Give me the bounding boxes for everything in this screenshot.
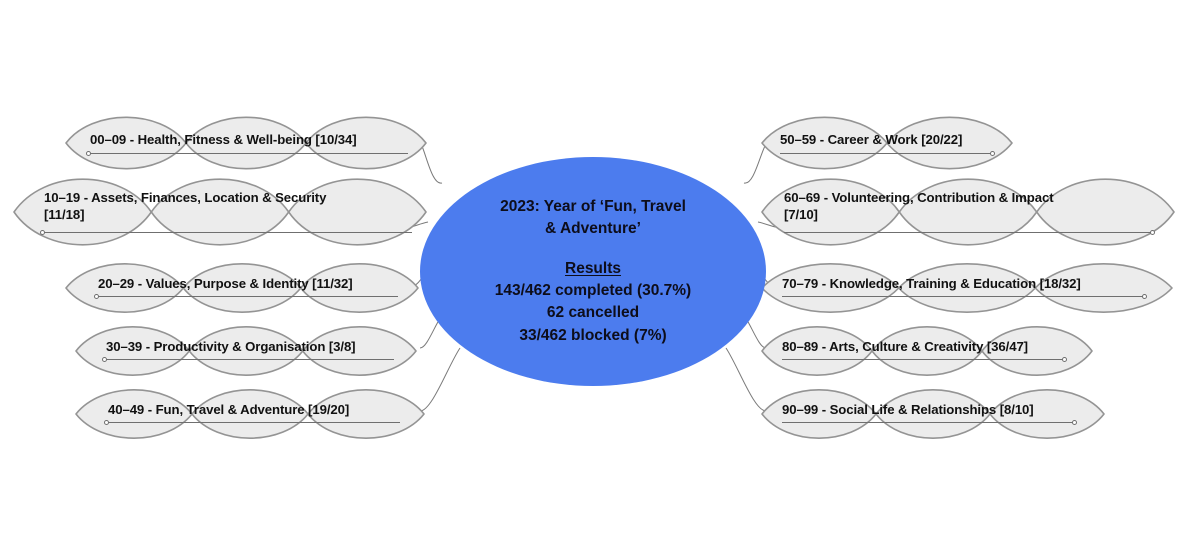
connector-anchor-dot [1142, 294, 1147, 299]
node-baseline [782, 422, 1074, 423]
node-baseline [98, 296, 398, 297]
branch-node-label: 60–69 - Volunteering, Contribution & Imp… [784, 190, 1054, 222]
node-baseline [782, 296, 1144, 297]
node-baseline [784, 232, 1152, 233]
branch-node-label: 70–79 - Knowledge, Training & Education … [782, 276, 1081, 291]
central-title: 2023: Year of ‘Fun, Travel & Adventure’ [500, 197, 686, 238]
cloud-shape [761, 263, 1173, 313]
branch-node-60-69[interactable]: 60–69 - Volunteering, Contribution & Imp… [761, 170, 1175, 254]
node-baseline [90, 153, 408, 154]
connector-anchor-dot [1072, 420, 1077, 425]
branch-node-90-99[interactable]: 90–99 - Social Life & Relationships [8/1… [761, 383, 1105, 445]
branch-node-30-39[interactable]: 30–39 - Productivity & Organisation [3/8… [75, 320, 417, 382]
connector-anchor-dot [1062, 357, 1067, 362]
branch-node-label: 20–29 - Values, Purpose & Identity [11/3… [98, 276, 353, 291]
branch-node-label: 10–19 - Assets, Finances, Location & Sec… [44, 190, 327, 222]
branch-node-10-19[interactable]: 10–19 - Assets, Finances, Location & Sec… [13, 170, 427, 254]
connector-anchor-dot [1150, 230, 1155, 235]
edge-right-4 [725, 347, 767, 412]
cloud-shape [761, 389, 1105, 439]
central-results-heading: Results [565, 259, 621, 277]
node-baseline [782, 359, 1064, 360]
branch-node-50-59[interactable]: 50–59 - Career & Work [20/22] [761, 110, 1013, 176]
node-baseline [106, 359, 394, 360]
connector-anchor-dot [40, 230, 45, 235]
node-baseline [780, 153, 992, 154]
branch-node-label: 80–89 - Arts, Culture & Creativity [36/4… [782, 339, 1028, 354]
cloud-shape [761, 326, 1093, 376]
node-baseline [44, 232, 412, 233]
connector-anchor-dot [102, 357, 107, 362]
cloud-shape [75, 326, 417, 376]
branch-node-label: 00–09 - Health, Fitness & Well-being [10… [90, 132, 357, 147]
cloud-shape [761, 178, 1175, 246]
central-node[interactable]: 2023: Year of ‘Fun, Travel & Adventure’ … [420, 157, 766, 386]
branch-node-label: 40–49 - Fun, Travel & Adventure [19/20] [108, 402, 350, 417]
branch-node-70-79[interactable]: 70–79 - Knowledge, Training & Education … [761, 257, 1173, 319]
cloud-shape [75, 389, 425, 439]
branch-node-label: 50–59 - Career & Work [20/22] [780, 132, 963, 147]
connector-anchor-dot [990, 151, 995, 156]
branch-node-label: 30–39 - Productivity & Organisation [3/8… [106, 339, 356, 354]
branch-node-20-29[interactable]: 20–29 - Values, Purpose & Identity [11/3… [65, 257, 419, 319]
connector-anchor-dot [86, 151, 91, 156]
connector-anchor-dot [104, 420, 109, 425]
branch-node-40-49[interactable]: 40–49 - Fun, Travel & Adventure [19/20] [75, 383, 425, 445]
central-results-lines: 143/462 completed (30.7%) 62 cancelled 3… [494, 282, 692, 344]
cloud-shape [65, 263, 419, 313]
cloud-shape [13, 178, 427, 246]
branch-node-80-89[interactable]: 80–89 - Arts, Culture & Creativity [36/4… [761, 320, 1093, 382]
branch-node-label: 90–99 - Social Life & Relationships [8/1… [782, 402, 1034, 417]
cloud-shape [761, 116, 1013, 170]
node-baseline [108, 422, 400, 423]
connector-anchor-dot [94, 294, 99, 299]
edge-left-4 [419, 347, 461, 412]
branch-node-00-09[interactable]: 00–09 - Health, Fitness & Well-being [10… [65, 110, 427, 176]
